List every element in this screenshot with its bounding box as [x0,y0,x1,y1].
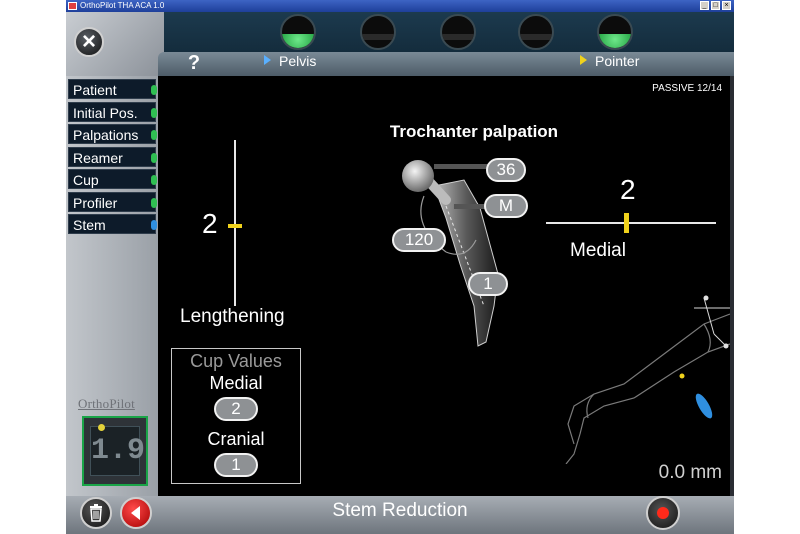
sidebar-item-label: Patient [73,82,117,98]
pointer-label: Pointer [595,53,640,69]
triangle-left-icon [131,506,140,520]
bottom-bar [66,496,734,534]
sidebar-item-label: Profiler [73,195,118,211]
pelvis-label: Pelvis [279,53,317,69]
stem-size-badge: M [484,194,528,218]
lengthening-value: 2 [202,208,218,239]
status-dot-icon [151,220,157,230]
application-window: OrthoPilot THA ACA 1.0 _ □ × × ? Pelvis … [66,0,734,534]
sidebar-item-palpations[interactable]: Palpations [68,124,157,144]
sidebar-item-cup[interactable]: Cup [68,169,157,189]
navigation-view: PASSIVE 12/14 Trochanter palpation 2 Len… [158,76,730,496]
workflow-sidebar: Patient Initial Pos. Palpations Reamer C… [66,76,158,496]
view-title: Trochanter palpation [389,122,559,141]
neck-length-badge: 36 [486,158,526,182]
tracker-status-lamp-4 [518,14,554,50]
lengthening-label: Lengthening [180,306,285,327]
app-icon [68,2,77,10]
pointer-indicator: Pointer [580,52,639,70]
tracker-status-lamp-3 [440,14,476,50]
status-dot-icon [151,198,157,208]
lengthening-axis [234,140,236,306]
counter-value: 1.9 [90,426,145,476]
triangle-right-icon [580,55,587,65]
cup-values-title: Cup Values [190,351,282,371]
cup-medial-label: Medial [209,373,263,393]
counter-display: 1.9 [82,416,148,486]
cup-values-panel: Cup Values Medial 2 Cranial 1 [171,348,301,484]
pointer-status-lamp [597,14,633,50]
leg-model-icon [565,295,730,464]
medial-marker [624,213,629,233]
pelvis-status-lamp [280,14,316,50]
status-dot-icon [151,108,157,118]
indicator-dot-icon [98,424,105,431]
pelvis-indicator: Pelvis [264,52,316,70]
sidebar-item-reamer[interactable]: Reamer [68,147,157,167]
sidebar-item-stem[interactable]: Stem [68,214,157,234]
window-close-button[interactable]: × [722,1,731,10]
medial-value: 2 [620,174,636,205]
status-dot-icon [151,175,157,185]
minimize-button[interactable]: _ [700,1,709,10]
record-button[interactable] [646,496,680,530]
close-button[interactable]: × [74,27,104,57]
medial-label: Medial [570,240,626,261]
sidebar-item-initial-pos[interactable]: Initial Pos. [68,102,157,122]
medial-axis [546,222,716,224]
title-bar: OrthoPilot THA ACA 1.0 _ □ × [66,0,734,12]
status-dot-icon [151,153,157,163]
orthopilot-logo: OrthoPilot [78,396,135,411]
trash-button[interactable] [80,497,112,529]
lengthening-marker [228,224,242,228]
offset-badge: 1 [468,272,508,296]
sidebar-item-label: Cup [73,172,99,188]
sidebar-item-label: Initial Pos. [73,105,138,121]
triangle-right-icon [264,55,271,65]
sidebar-item-label: Reamer [73,150,123,166]
mode-status: PASSIVE 12/14 [652,83,722,94]
step-title: Stem Reduction [332,500,468,521]
trash-icon [90,504,102,522]
femoral-stem-icon [402,160,520,347]
neck-angle-badge: 120 [392,228,446,252]
distance-readout: 0.0 mm [658,462,722,483]
maximize-button[interactable]: □ [711,1,720,10]
cup-cranial-label: Cranial [207,429,265,449]
window-title: OrthoPilot THA ACA 1.0 [80,1,165,10]
tracker-status-lamp-2 [360,14,396,50]
status-dot-icon [151,85,157,95]
sidebar-item-patient[interactable]: Patient [68,79,157,99]
help-button[interactable]: ? [187,52,201,74]
help-bar [158,52,734,76]
record-icon [657,507,669,519]
cup-medial-value: 2 [214,397,258,421]
status-dot-icon [151,130,157,140]
sidebar-item-label: Palpations [73,127,139,143]
sidebar-item-profiler[interactable]: Profiler [68,192,157,212]
cup-cranial-value: 1 [214,453,258,477]
back-button[interactable] [120,497,152,529]
sidebar-item-label: Stem [73,217,106,233]
